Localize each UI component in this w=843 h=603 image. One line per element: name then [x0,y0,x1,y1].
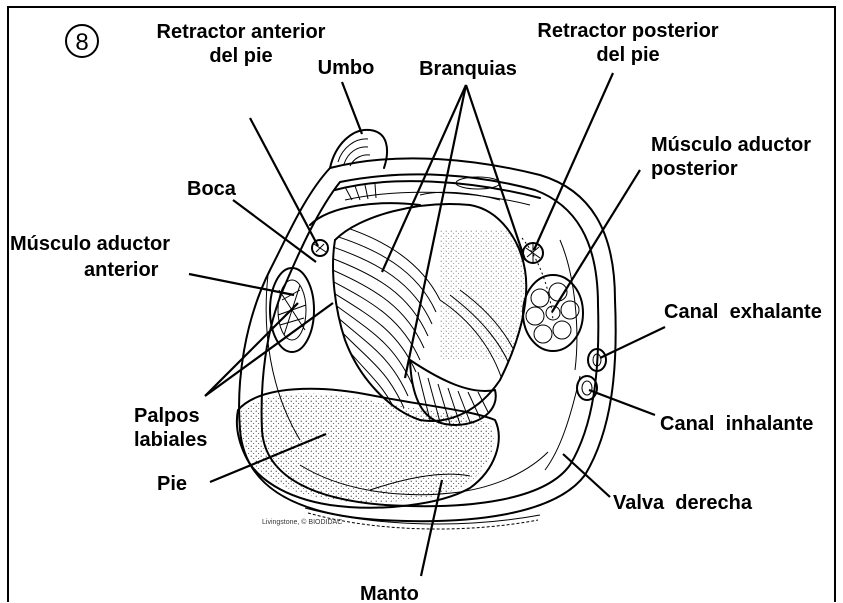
label-retractor-posterior-2: del pie [596,44,659,66]
label-canal-inhalante: Canal inhalante [660,413,813,435]
label-retractor-anterior-1: Retractor anterior [157,21,326,43]
retractor-anterior-del-pie [312,240,328,256]
label-musculo-aductor-posterior-2: posterior [651,158,738,180]
label-canal-exhalante: Canal exhalante [664,301,822,323]
label-umbo: Umbo [318,57,375,79]
retractor-posterior-del-pie [523,243,543,263]
leader-lines [189,73,665,576]
label-boca: Boca [187,178,237,200]
label-palpos-1: Palpos [134,405,200,427]
label-branquias: Branquias [419,58,517,80]
label-palpos-2: labiales [134,429,207,451]
figure-number: 8 [75,29,88,56]
branquias-lamellae [320,220,530,420]
clam-illustration: Livingstone, © BIODIDAC [237,130,616,529]
label-valva-derecha: Valva derecha [613,492,753,514]
label-musculo-aductor-posterior-1: Músculo aductor [651,134,811,156]
label-pie: Pie [157,473,187,495]
illustration-credit: Livingstone, © BIODIDAC [262,518,342,526]
label-manto: Manto [360,583,419,603]
musculo-aductor-posterior [523,275,583,351]
label-retractor-posterior-1: Retractor posterior [537,20,718,42]
label-retractor-anterior-2: del pie [209,45,272,67]
labels: Retractor anterior del pie Umbo Branquia… [10,20,822,603]
label-musculo-aductor-anterior-1: Músculo aductor [10,233,170,255]
label-musculo-aductor-anterior-2: anterior [84,259,159,281]
figure-number-badge: 8 [66,25,98,57]
